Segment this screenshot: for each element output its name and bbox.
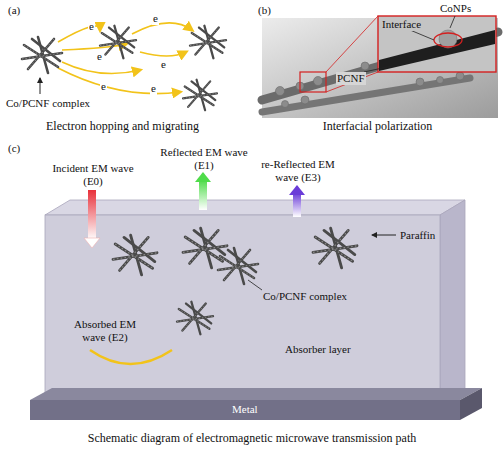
panel-c-art [30, 172, 482, 420]
panel-caption: Interfacial polarization [270, 120, 485, 133]
annotation-label: e [100, 80, 107, 93]
annotation-label: Co/PCNF complex [262, 290, 348, 303]
absorber-layer: Absorber layer [45, 215, 440, 400]
annotation-label: e [96, 50, 103, 63]
annotation-label: re-Reflected EM wave (E3) [250, 158, 346, 184]
annotation-label: Co/PCNF complex [6, 97, 90, 110]
annotation-label: Interface [381, 18, 422, 31]
annotation-label: (a) [8, 4, 20, 17]
annotation-label: Reflected EM wave (E1) [158, 146, 250, 172]
annotation-label: CoNPs [440, 2, 471, 15]
annotation-label: (b) [258, 4, 271, 17]
metal-plate: Metal [30, 400, 460, 420]
layer-label: Metal [232, 403, 258, 416]
panel-caption: Schematic diagram of electromagnetic mic… [10, 432, 494, 445]
annotation-label: e [160, 58, 167, 71]
annotation-label: (c) [8, 142, 20, 155]
annotation-label: e [152, 12, 159, 25]
layer-label: Absorber layer [285, 343, 351, 356]
annotation-label: Incident EM wave (E0) [48, 162, 138, 188]
annotation-label: PCNF [336, 72, 366, 85]
annotation-label: e [88, 20, 95, 33]
panel-caption: Electron hopping and migrating [20, 120, 225, 133]
panel-b-art [262, 16, 498, 118]
annotation-label: e [150, 82, 157, 95]
annotation-label: Absorbed EM wave (E2) [62, 318, 148, 344]
annotation-label: Paraffin [400, 229, 435, 242]
